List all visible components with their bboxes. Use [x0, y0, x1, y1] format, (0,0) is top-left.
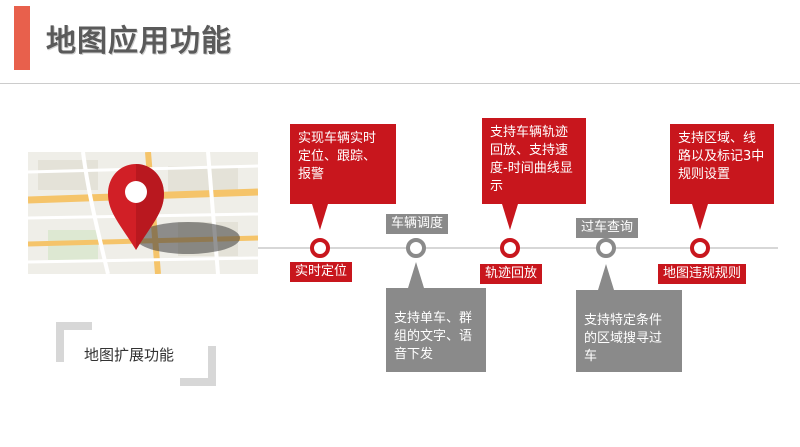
callout-pointer [692, 204, 708, 230]
callout-pointer [598, 264, 614, 290]
callout-text: 支持车辆轨迹回放、支持速度-时间曲线显示 [490, 125, 573, 194]
callout-vehicle-dispatch: 支持单车、群组的文字、语音下发 [386, 288, 486, 372]
callout-text: 实现车辆实时定位、跟踪、报警 [298, 131, 377, 182]
map-thumbnail [28, 152, 258, 274]
timeline-node-track-playback[interactable] [500, 238, 520, 258]
extension-frame [56, 322, 216, 386]
timeline-node-realtime-location[interactable] [310, 238, 330, 258]
timeline-label-vehicle-query: 过车查询 [576, 218, 639, 238]
title-accent-bar [14, 6, 30, 70]
callout-text: 支持特定条件的区域搜寻过车 [584, 313, 663, 364]
timeline-label-track-playback: 轨迹回放 [480, 264, 543, 284]
callout-realtime-location: 实现车辆实时定位、跟踪、报警 [290, 124, 396, 204]
callout-pointer [502, 204, 518, 230]
callout-pointer [312, 204, 328, 230]
callout-text: 支持区域、线路以及标记3中规则设置 [678, 131, 765, 182]
map-image [28, 152, 258, 274]
frame-corner-top-left [56, 322, 64, 362]
callout-track-playback: 支持车辆轨迹回放、支持速度-时间曲线显示 [482, 118, 586, 204]
page-title: 地图应用功能 [46, 24, 232, 59]
map-pin-icon [108, 164, 164, 250]
timeline-node-vehicle-dispatch[interactable] [406, 238, 426, 258]
frame-corner-top-left [56, 322, 92, 330]
timeline-label-vehicle-dispatch: 车辆调度 [386, 214, 449, 234]
callout-violation-rules: 支持区域、线路以及标记3中规则设置 [670, 124, 774, 204]
callout-text: 支持单车、群组的文字、语音下发 [394, 311, 473, 362]
timeline-label-realtime-location: 实时定位 [290, 262, 353, 282]
header-divider [0, 83, 800, 84]
frame-corner-bottom-right [180, 378, 216, 386]
timeline-label-violation-rules: 地图违规规则 [658, 264, 747, 284]
timeline-node-violation-rules[interactable] [690, 238, 710, 258]
callout-pointer [408, 262, 424, 288]
callout-vehicle-query: 支持特定条件的区域搜寻过车 [576, 290, 682, 372]
frame-corner-bottom-right [208, 346, 216, 386]
extension-label: 地图扩展功能 [84, 346, 175, 364]
timeline-node-vehicle-query[interactable] [596, 238, 616, 258]
